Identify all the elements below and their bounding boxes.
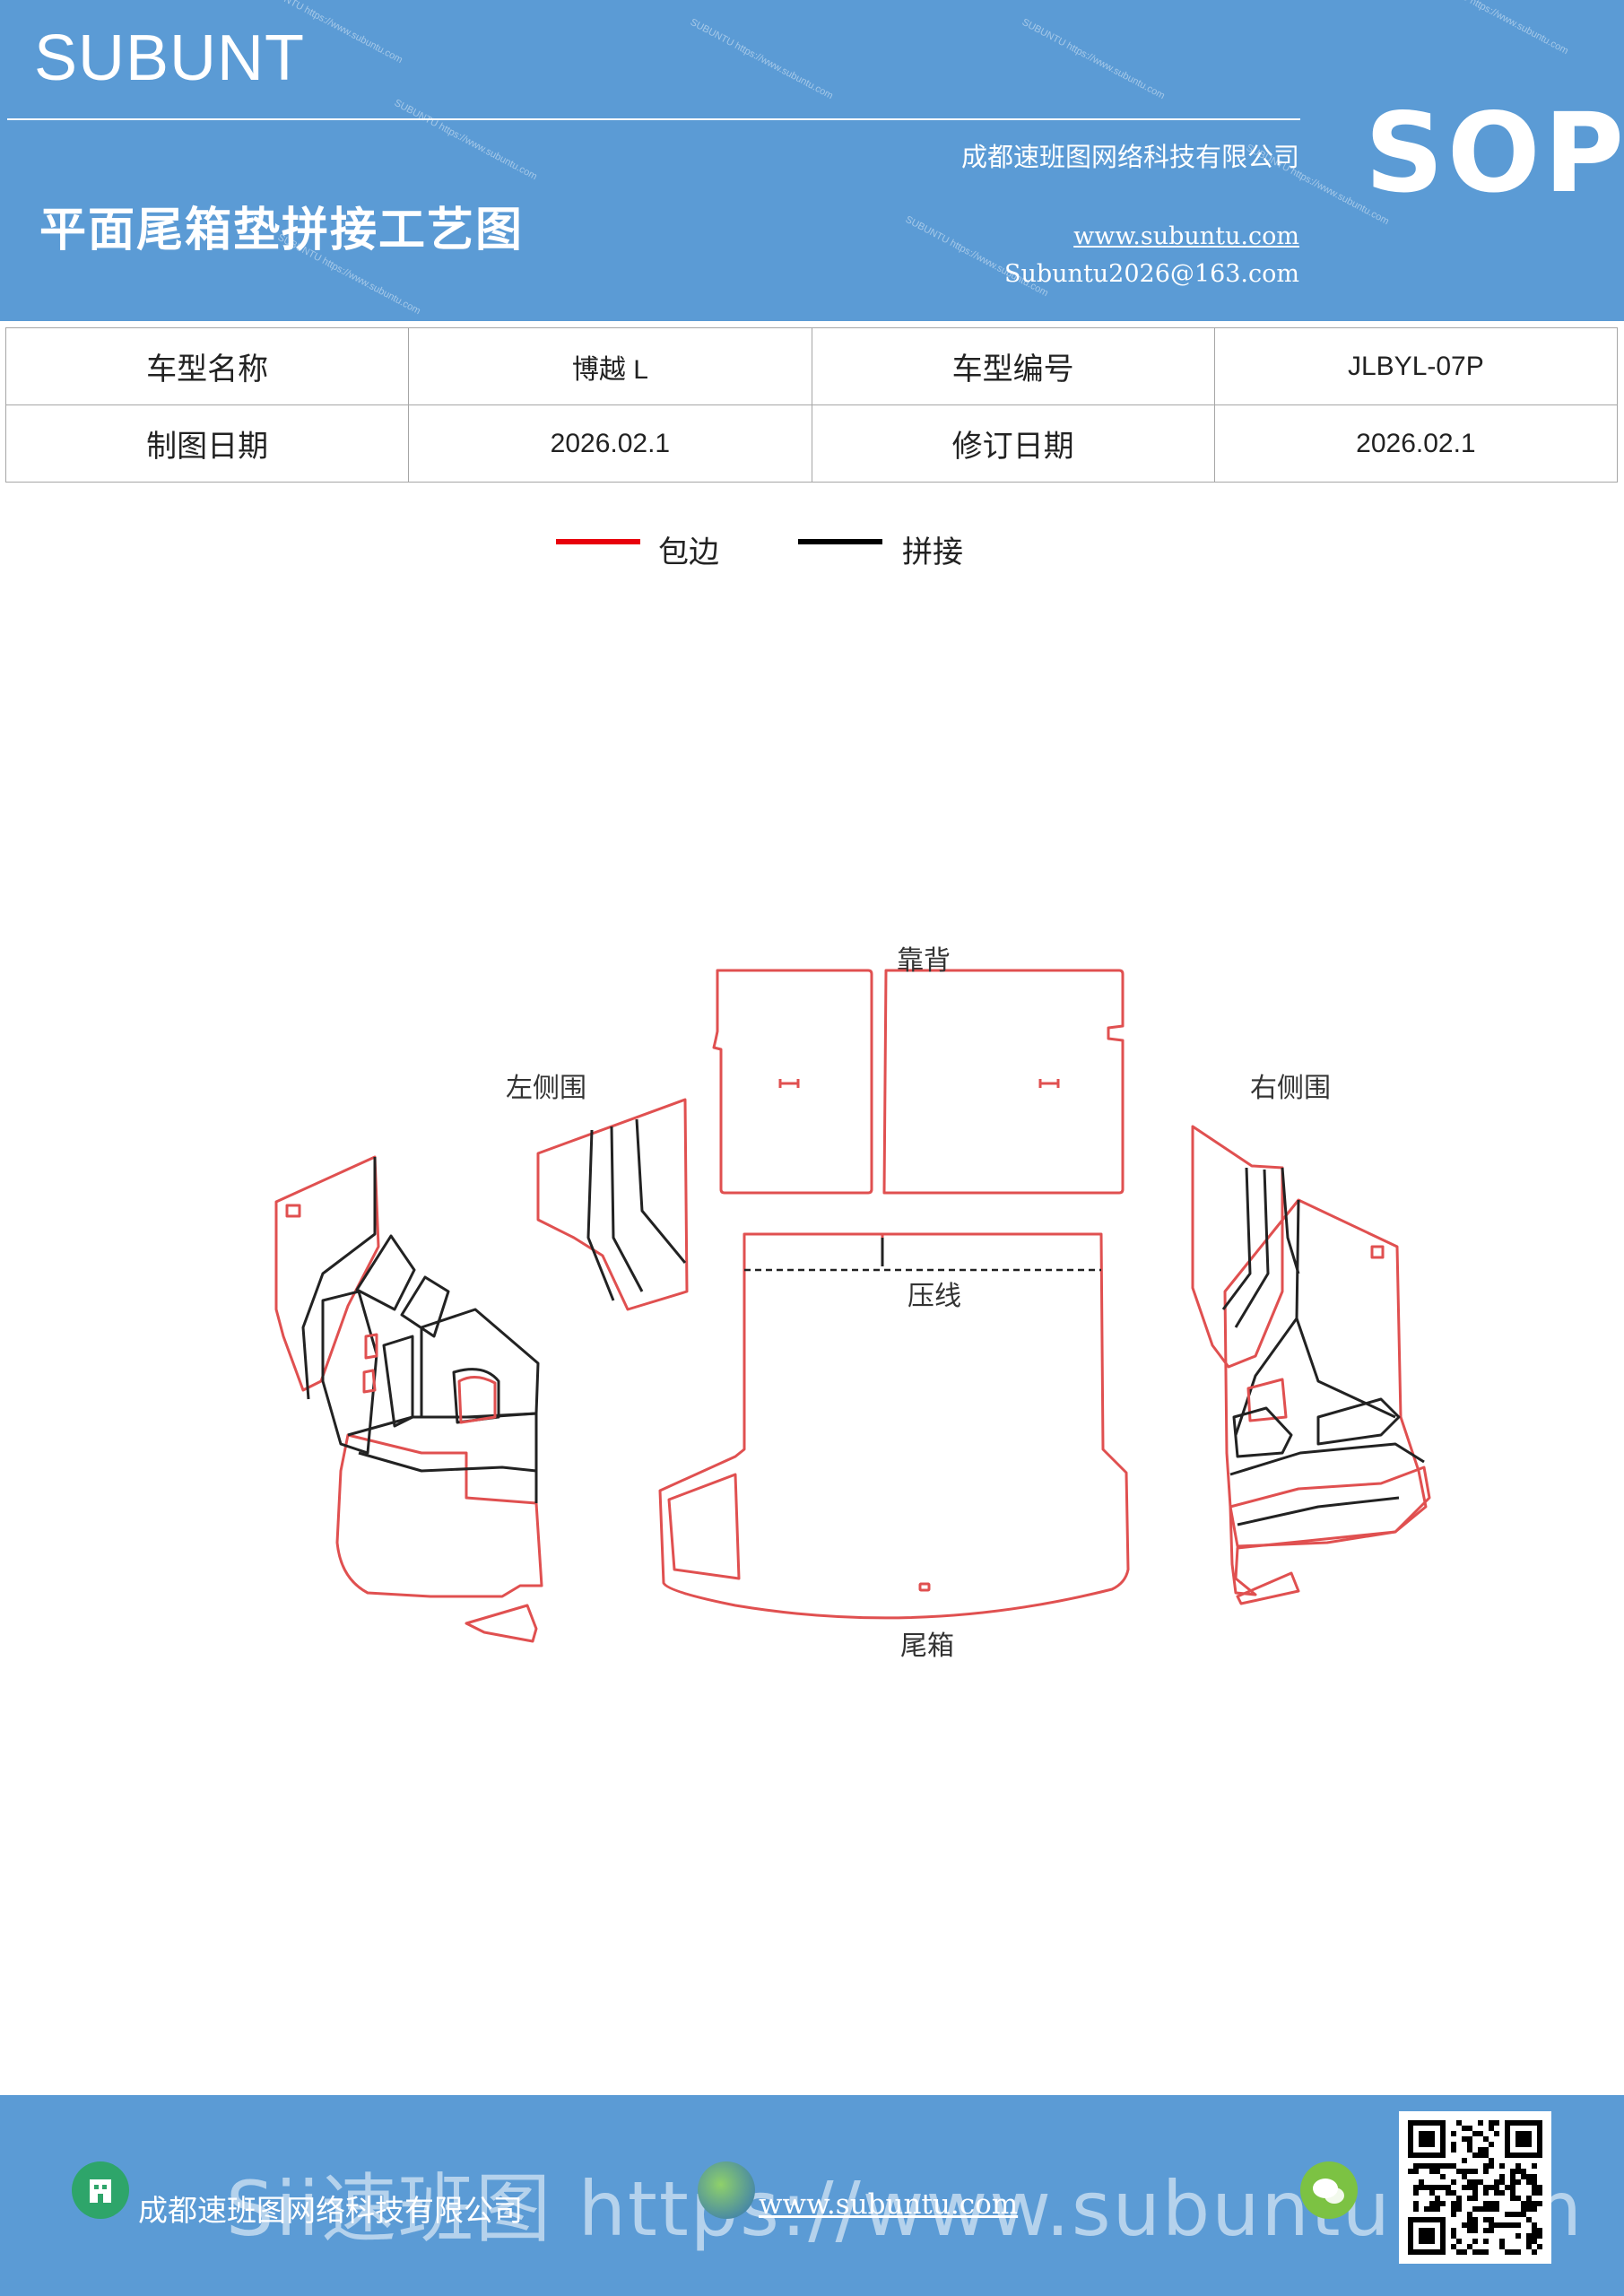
company-name: 成都速班图网络科技有限公司 bbox=[960, 142, 1299, 172]
left-pocket bbox=[457, 1376, 497, 1424]
revise-date-label: 修订日期 bbox=[811, 404, 1215, 483]
table-row: 制图日期 2026.02.1 修订日期 2026.02.1 bbox=[4, 404, 1619, 483]
model-code-label: 车型编号 bbox=[811, 327, 1215, 405]
backrest-panels bbox=[712, 969, 1125, 1195]
model-name-label: 车型名称 bbox=[4, 327, 410, 405]
left-upper-splice bbox=[586, 1118, 687, 1301]
trunk-mat-diagram: 靠背 左侧围 右侧围 压线 尾箱 bbox=[0, 915, 1624, 1686]
qr-code-icon bbox=[1408, 2120, 1542, 2255]
watermark-text: SUBUNTU https://www.subuntu.com bbox=[392, 97, 539, 183]
building-icon bbox=[90, 2179, 111, 2203]
model-code-value: JLBYL-07P bbox=[1213, 327, 1619, 405]
trunk-label: 尾箱 bbox=[900, 1631, 954, 1662]
right-pocket bbox=[1246, 1378, 1288, 1422]
left-side-label: 左侧围 bbox=[506, 1073, 586, 1104]
legend: 包边 拼接 bbox=[0, 527, 1624, 572]
left-trim bbox=[465, 1604, 538, 1643]
watermark-text: SUBUNTU https://www.subuntu.com bbox=[1020, 16, 1167, 102]
right-splice bbox=[1234, 1199, 1396, 1436]
tick-mark bbox=[778, 1079, 800, 1088]
watermark-text: SUBUNTU https://www.subuntu.com bbox=[688, 16, 835, 102]
edge-binding-swatch bbox=[556, 539, 640, 544]
trunk-top-strip bbox=[744, 1232, 1101, 1266]
info-table: 车型名称 博越 L 车型编号 JLBYL-07P 制图日期 2026.02.1 … bbox=[4, 327, 1619, 483]
watermark-text: SUBUNTU https://www.subuntu.com bbox=[1423, 0, 1570, 57]
right-lower-splice bbox=[1229, 1442, 1425, 1526]
left-side-pieces bbox=[274, 1098, 689, 1643]
website-link[interactable]: www.subuntu.com bbox=[1073, 222, 1299, 250]
sop-badge: SOP bbox=[1365, 90, 1624, 217]
right-side-label: 右侧围 bbox=[1250, 1073, 1331, 1104]
left-mid-piece bbox=[355, 1234, 450, 1338]
page-title: 平面尾箱垫拼接工艺图 bbox=[39, 204, 525, 257]
drain-hole bbox=[918, 1582, 931, 1592]
right-upper-piece bbox=[1191, 1125, 1284, 1369]
right-trim bbox=[1236, 1571, 1300, 1605]
crease-label: 压线 bbox=[908, 1281, 961, 1312]
model-name-value: 博越 L bbox=[408, 327, 812, 405]
revise-date-value: 2026.02.1 bbox=[1213, 404, 1619, 483]
tick-mark bbox=[1038, 1079, 1060, 1088]
draw-date-value: 2026.02.1 bbox=[408, 404, 812, 483]
wechat-icon bbox=[1300, 2161, 1358, 2219]
trunk-floor bbox=[658, 1232, 1130, 1620]
company-icon bbox=[72, 2161, 129, 2219]
left-lower-splice bbox=[347, 1412, 538, 1503]
qr-code[interactable] bbox=[1399, 2111, 1551, 2264]
right-cluster bbox=[1232, 1397, 1401, 1458]
footer-banner: Sii速班图 https://www.subuntu.com 成都速班图网络科技… bbox=[0, 2095, 1624, 2296]
draw-date-label: 制图日期 bbox=[4, 404, 410, 483]
email-address[interactable]: Subuntu2026@163.com bbox=[1004, 260, 1299, 288]
left-lower-piece bbox=[335, 1433, 543, 1598]
right-lower-piece bbox=[1229, 1465, 1431, 1596]
right-vent bbox=[1370, 1245, 1385, 1259]
backrest-right-panel bbox=[882, 969, 1125, 1195]
trunk-floor-panel bbox=[658, 1232, 1130, 1620]
left-outer-panel bbox=[274, 1155, 380, 1392]
right-side-pieces bbox=[1191, 1125, 1431, 1605]
left-inner-vent bbox=[362, 1333, 378, 1394]
header-divider bbox=[7, 118, 1300, 120]
left-cluster bbox=[321, 1290, 540, 1455]
table-row: 车型名称 博越 L 车型编号 JLBYL-07P bbox=[4, 327, 1619, 405]
globe-icon bbox=[698, 2161, 755, 2219]
pattern-drawing bbox=[274, 969, 1431, 1643]
splice-swatch bbox=[798, 539, 882, 544]
header-banner: SUBUNTU https://www.subuntu.com SUBUNTU … bbox=[0, 0, 1624, 321]
backrest-label: 靠背 bbox=[897, 945, 951, 977]
backrest-left-panel bbox=[712, 969, 873, 1195]
edge-binding-label: 包边 bbox=[658, 535, 719, 570]
left-upper-piece bbox=[536, 1098, 689, 1311]
left-vent bbox=[285, 1204, 301, 1218]
splice-label: 拼接 bbox=[902, 535, 963, 570]
left-splice bbox=[301, 1157, 377, 1400]
footer-company: 成都速班图网络科技有限公司 bbox=[138, 2193, 523, 2228]
right-outer-panel bbox=[1223, 1198, 1428, 1548]
backrest-marks bbox=[778, 1079, 1060, 1088]
right-upper-splice bbox=[1221, 1167, 1300, 1328]
brand-name: SUBUNT bbox=[34, 22, 306, 94]
footer-website-link[interactable]: www.subuntu.com bbox=[759, 2188, 1019, 2221]
trunk-side-pocket bbox=[667, 1473, 741, 1580]
